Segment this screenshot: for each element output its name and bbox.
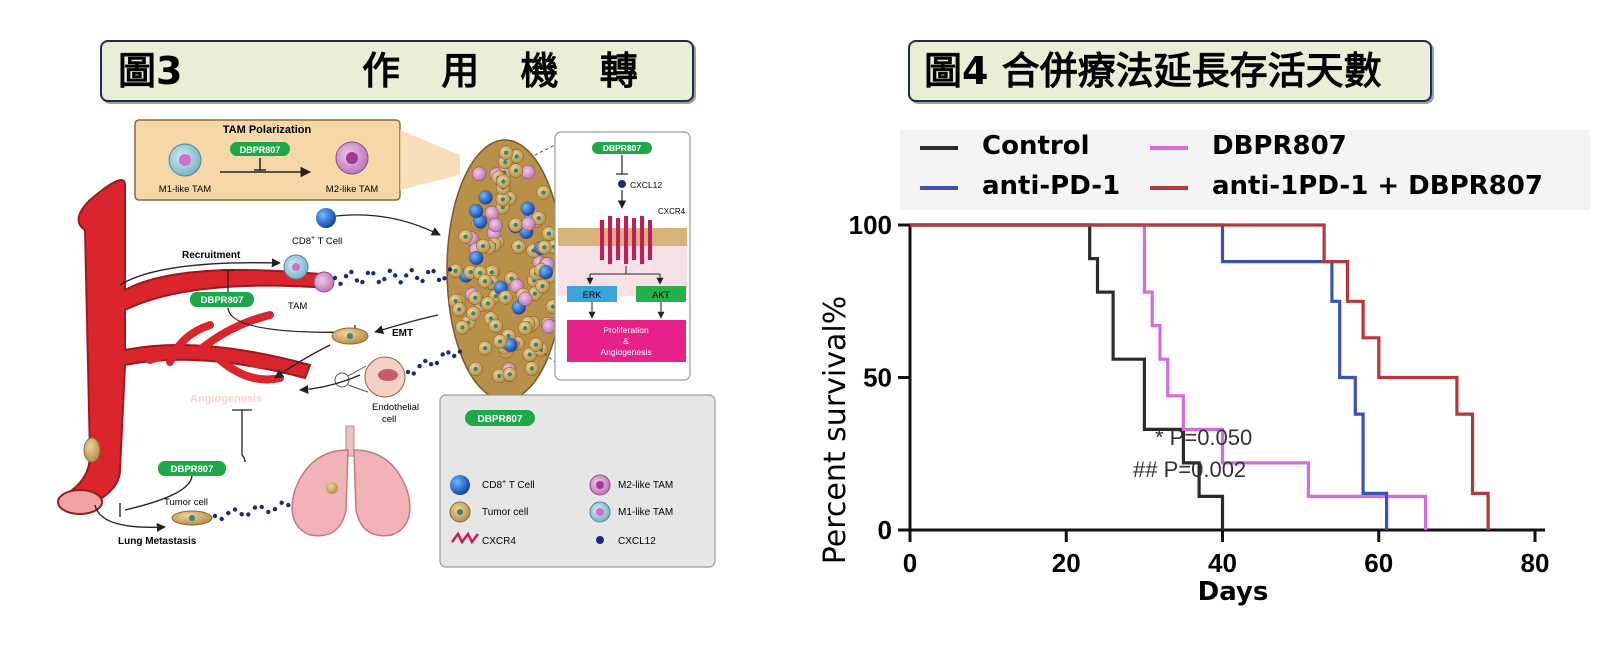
lungs (291, 425, 411, 537)
p-value-annotation: ## P=0.002 (1133, 457, 1246, 482)
tam-label: TAM (288, 301, 307, 312)
tam-polarization-box: TAM Polarization DBPR807 M1-like TAM M2-… (134, 119, 460, 201)
erk-label: ERK (583, 290, 602, 300)
y-tick-label: 0 (878, 515, 892, 545)
cd8-t-cell-label: CD8+ T Cell (292, 235, 342, 247)
cd8-t-cell (316, 208, 336, 228)
legend-label: anti-1PD-1 + DBPR807 (1212, 171, 1543, 201)
legend-drug-label: DBPR807 (477, 414, 522, 425)
m2-tam-label: M2-like TAM (326, 184, 379, 195)
amp-label: & (623, 336, 629, 346)
x-tick-label: 0 (903, 548, 917, 578)
drug-label-recruitment: DBPR807 (201, 295, 244, 306)
y-tick-label: 100 (849, 210, 892, 240)
legend-panel: DBPR807 CD8+ T Cell M2-like TAM Tumor ce… (439, 394, 716, 568)
tam-cluster (283, 254, 335, 293)
figure3-heading: 作 用 機 轉 (362, 49, 652, 93)
y-tick-label: 50 (863, 363, 892, 393)
series-line-anti-pd-1 (910, 223, 1389, 530)
drug-pill (230, 142, 290, 156)
figure4-heading: 圖4 合併療法延長存活天數 (924, 49, 1382, 93)
circulating-tumor-cell (83, 437, 101, 463)
pathway-cxcl12-label: CXCL12 (630, 180, 662, 190)
drug-pill-angiogenesis (158, 461, 226, 476)
survival-chart: Control DBPR807 anti-PD-1 anti-1PD-1 + DBPR… (818, 130, 1590, 607)
figure4-title: 圖4 合併療法延長存活天數 (908, 40, 1432, 102)
x-tick-label: 60 (1364, 548, 1393, 578)
pathway-cxcr4-label: CXCR4 (658, 207, 686, 216)
tumor-cell-label: Tumor cell (164, 497, 208, 508)
proliferation-node (567, 320, 686, 362)
x-axis: 0 20 40 60 80 (903, 528, 1550, 578)
signaling-pathway-panel: DBPR807 CXCL12 CXCR4 ERK AKT Proliferati… (534, 131, 691, 381)
legend-m1-label: M1-like TAM (618, 507, 673, 518)
drug-pill-recruitment (190, 292, 254, 307)
series-line-anti-1pd-1-dbpr807 (910, 223, 1490, 530)
akt-label: AKT (652, 290, 670, 300)
lung-metastasis-label: Lung Metastasis (118, 536, 197, 547)
figure3-label: 圖3 (118, 49, 183, 93)
emt-label: EMT (392, 328, 413, 339)
x-tick-label: 20 (1052, 548, 1081, 578)
drug-label: DBPR807 (240, 145, 281, 155)
tumor-mass (446, 139, 564, 401)
survival-series (910, 223, 1490, 530)
drug-label-angiogenesis: DBPR807 (171, 464, 214, 475)
chart-legend: Control DBPR807 anti-PD-1 anti-1PD-1 + DBPR… (920, 131, 1543, 201)
mechanism-diagram: Angiogenesis TAM Polarization DBPR807 M1… (57, 119, 716, 568)
legend-tumor-label: Tumor cell (482, 507, 528, 518)
tam-polarization-title: TAM Polarization (223, 124, 312, 136)
x-tick-label: 40 (1208, 548, 1237, 578)
proliferation-label: Proliferation (603, 325, 649, 335)
pathway-angiogenesis-label: Angiogenesis (600, 347, 651, 357)
legend-cd8-label: CD8+ T Cell (482, 479, 535, 491)
recruitment-label: Recruitment (182, 250, 241, 261)
m1-tam-label: M1-like TAM (159, 184, 212, 195)
erk-node (567, 286, 617, 302)
figure3-title: 圖3 作 用 機 轉 (100, 40, 694, 102)
legend-label: DBPR807 (1212, 131, 1347, 161)
series-line-dbpr807 (910, 223, 1428, 530)
p-value-annotation: * P=0.050 (1155, 425, 1252, 450)
angiogenesis-label: Angiogenesis (190, 393, 262, 405)
y-axis-label: Percent survival% (818, 296, 853, 564)
x-tick-label: 80 (1521, 548, 1550, 578)
p-value-annotations: * P=0.050 ## P=0.002 (1133, 425, 1252, 482)
cxcl12-dots-endothelial (405, 349, 463, 376)
pathway-drug-label: DBPR807 (603, 143, 642, 153)
legend-label: anti-PD-1 (982, 171, 1120, 201)
series-line-control (910, 223, 1225, 530)
legend-m2-label: M2-like TAM (618, 480, 673, 491)
endothelial-label-2: cell (382, 414, 396, 425)
cxcl12-dots-recruitment (332, 267, 453, 286)
endothelial-label-1: Endothelial (372, 402, 419, 413)
akt-node (636, 286, 686, 302)
x-axis-label: Days (1198, 577, 1269, 607)
blood-vessel (57, 179, 331, 515)
legend-label: Control (982, 131, 1089, 161)
legend-cxcl12-label: CXCL12 (618, 536, 656, 547)
y-axis: 0 50 100 (849, 210, 912, 545)
legend-cxcr4-label: CXCR4 (482, 536, 516, 547)
legend-background (900, 130, 1590, 210)
